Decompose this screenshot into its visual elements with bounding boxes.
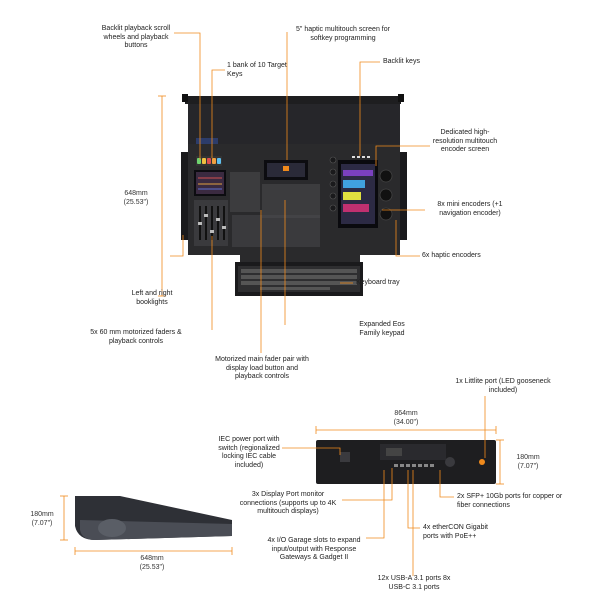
console-rear-view bbox=[316, 440, 496, 484]
callout-littlite: 1x Littlite port (LED gooseneck included… bbox=[455, 378, 551, 394]
callout-io-garage: 4x I/O Garage slots to expand input/outp… bbox=[267, 537, 361, 561]
side-dimension-lines bbox=[60, 495, 233, 555]
top-callout-lines bbox=[158, 32, 430, 353]
callout-main-fader: Motorized main fader pair with display l… bbox=[215, 356, 309, 380]
side-height-dimension: 180mm (7.07") bbox=[30, 511, 54, 527]
rear-width-dimension: 864mm (34.00") bbox=[393, 410, 419, 426]
callout-haptic-screen: 5" haptic multitouch screen for softkey … bbox=[296, 26, 390, 42]
callout-scroll-wheels: Backlit playback scroll wheels and playb… bbox=[101, 25, 171, 49]
callout-target-keys: 1 bank of 10 Target Keys bbox=[227, 62, 287, 78]
top-depth-dimension: 648mm (25.53") bbox=[123, 190, 149, 206]
callout-mini-encoders: 8x mini encoders (+1 navigation encoder) bbox=[437, 201, 503, 217]
callout-motorized-faders: 5x 60 mm motorized faders & playback con… bbox=[90, 329, 182, 345]
rear-height-dimension: 180mm (7.07") bbox=[516, 454, 540, 470]
encoder-screen bbox=[338, 160, 378, 228]
keyboard-tray bbox=[235, 262, 363, 296]
callout-usb: 12x USB-A 3.1 ports 8x USB-C 3.1 ports bbox=[377, 575, 451, 591]
callout-eos-keypad: Expanded Eos Family keypad bbox=[359, 321, 405, 337]
callout-haptic-encoders: 6x haptic encoders bbox=[422, 252, 481, 259]
rear-callout-lines bbox=[282, 396, 504, 576]
console-top-view bbox=[181, 94, 407, 296]
side-depth-dimension: 648mm (25.53") bbox=[139, 555, 165, 571]
callout-display-port: 3x Display Port monitor connections (sup… bbox=[239, 491, 337, 515]
console-side-view bbox=[75, 496, 232, 540]
callout-sfp: 2x SFP+ 10Gb ports for copper or fiber c… bbox=[457, 493, 563, 509]
callout-keyboard-tray: Keyboard tray bbox=[356, 279, 400, 286]
callout-iec-power: IEC power port with switch (regionalized… bbox=[218, 436, 280, 469]
callout-ethercon: 4x etherCON Gigabit ports with PoE++ bbox=[423, 524, 488, 540]
callout-booklights: Left and right booklights bbox=[131, 290, 173, 306]
callout-backlit-keys: Backlit keys bbox=[383, 58, 420, 65]
callout-encoder-screen: Dedicated high-resolution multitouch enc… bbox=[432, 129, 498, 153]
target-keys bbox=[196, 156, 222, 166]
